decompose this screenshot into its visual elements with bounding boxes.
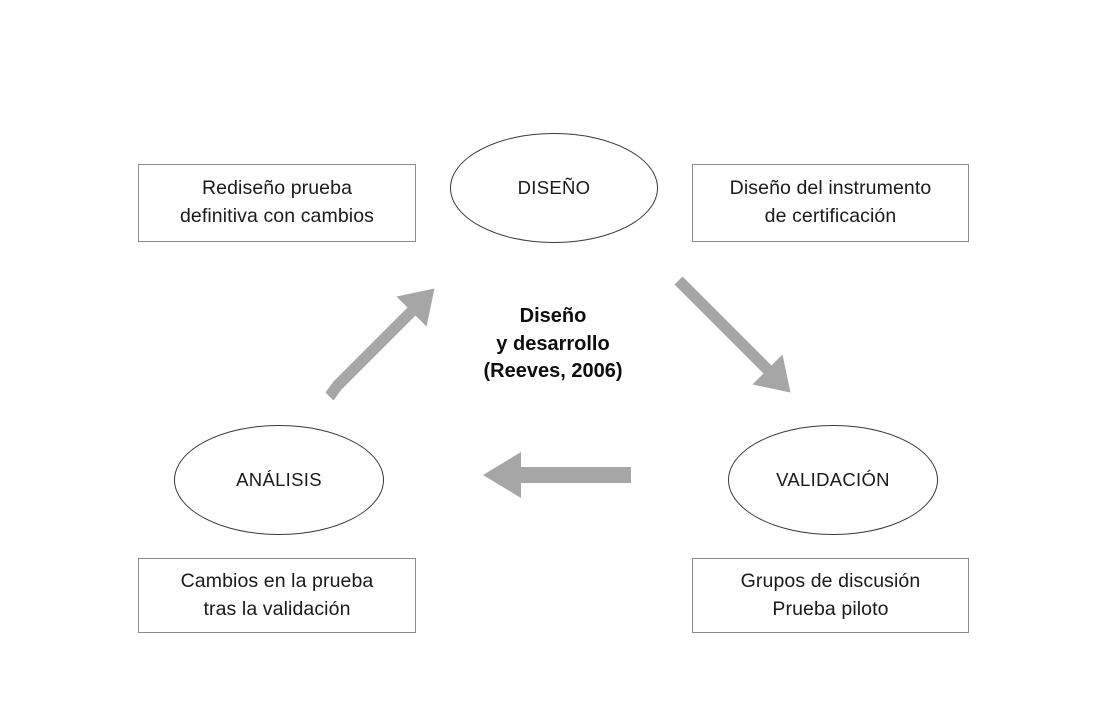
arrow-validacion-to-analisis — [483, 452, 631, 498]
ellipse-phase-analisis: ANÁLISIS — [174, 425, 384, 535]
box-cambios-prueba: Cambios en la prueba tras la validación — [138, 558, 416, 633]
box-diseno-instrumento: Diseño del instrumento de certificación — [692, 164, 969, 242]
box-rediseno-prueba: Rediseño prueba definitiva con cambios — [138, 164, 416, 242]
ellipse-phase-diseno: DISEÑO — [450, 133, 658, 243]
arrow-diseno-to-validacion — [674, 276, 791, 393]
ellipse-phase-validacion: VALIDACIÓN — [728, 425, 938, 535]
box-grupos-discusion: Grupos de discusión Prueba piloto — [692, 558, 969, 633]
arrow-analisis-to-diseno — [325, 288, 435, 401]
diagram-center-title: Diseño y desarrollo (Reeves, 2006) — [483, 305, 623, 383]
